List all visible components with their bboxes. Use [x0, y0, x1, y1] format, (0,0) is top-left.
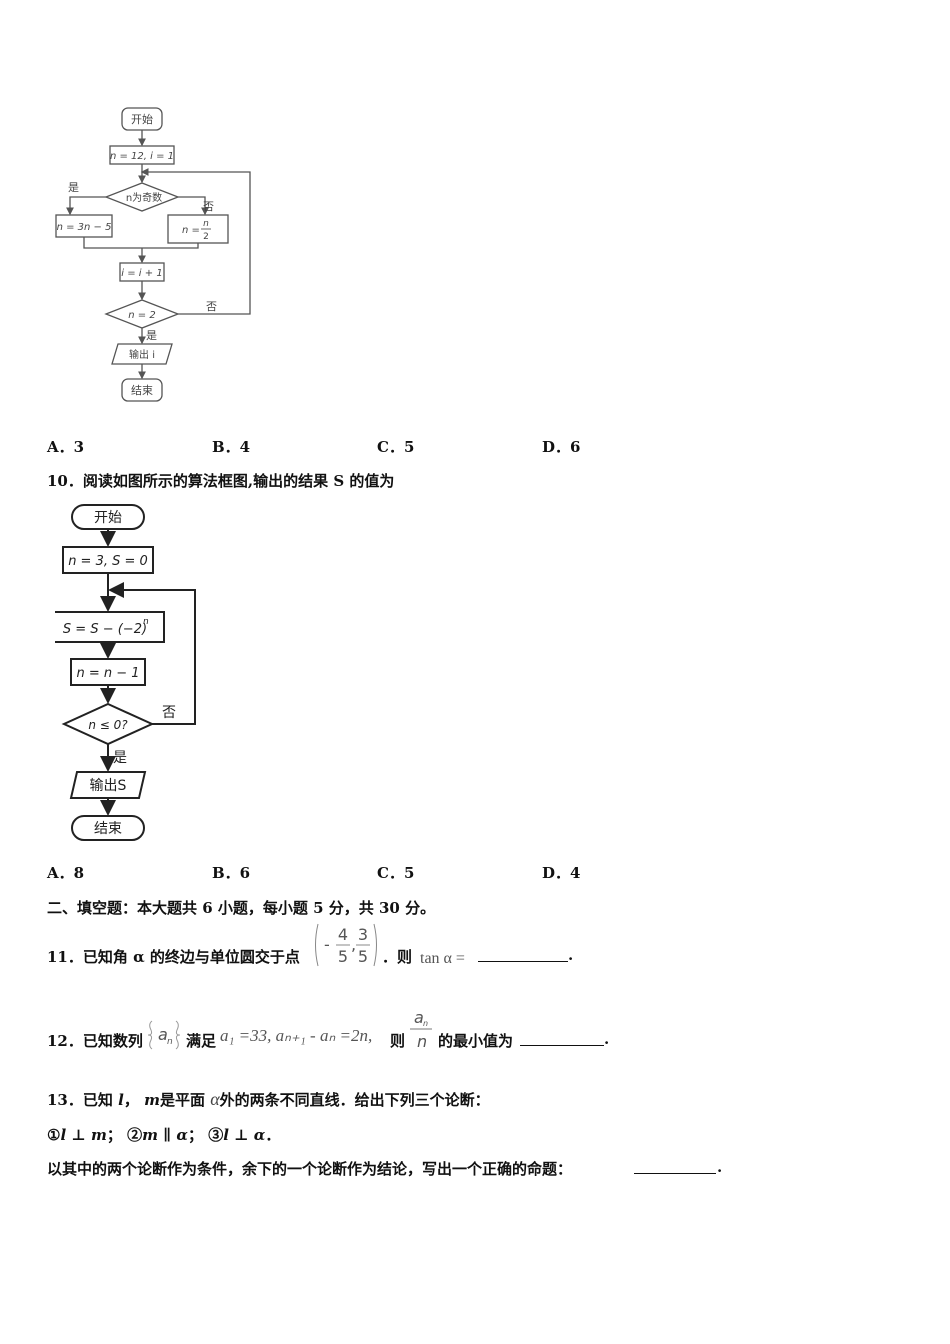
- q11-num1: 4: [338, 925, 348, 944]
- q11-expression: tan α =: [420, 950, 465, 967]
- q11-num2: 3: [358, 925, 368, 944]
- q13-sep: ，: [123, 1091, 139, 1109]
- init-label-2: n = 3, S = 0: [68, 554, 148, 569]
- q13-line3: 以其中的两个论断作为条件，余下的一个论断作为结论，写出一个正确的命题：: [47, 1160, 573, 1178]
- yes-label-q10: 是: [113, 750, 127, 766]
- q13-circle-3: ③: [208, 1126, 224, 1144]
- q13-sep-1: ；: [106, 1126, 122, 1144]
- end-node-2: [71, 815, 145, 841]
- q13-alpha: α: [210, 1089, 220, 1109]
- q13-line-l: l: [118, 1091, 124, 1109]
- q12-sequence: a n: [147, 1020, 181, 1050]
- q12-period: .: [604, 1030, 610, 1048]
- q9-option-b: B．4: [212, 438, 251, 456]
- q11-period: .: [568, 946, 574, 964]
- branch-no-lhs: n =: [182, 225, 200, 236]
- q13-stmt-2: m ∥ α: [142, 1126, 188, 1144]
- q11-answer-blank[interactable]: [478, 947, 568, 962]
- q12-then: 则: [390, 1032, 406, 1050]
- q12-answer-blank[interactable]: [520, 1031, 604, 1046]
- start-label-2: 开始: [94, 510, 122, 526]
- end-label: 结束: [131, 384, 153, 397]
- process2-label: n = n − 1: [76, 666, 139, 681]
- no-label-1: 否: [203, 200, 214, 213]
- equals-label: n = 2: [128, 310, 155, 321]
- q9-option-a: A．3: [47, 438, 85, 456]
- q13-answer-blank[interactable]: [634, 1159, 716, 1174]
- q11-den2: 5: [358, 947, 368, 966]
- odd-decision: [104, 182, 180, 212]
- process1-exponent: n: [143, 617, 149, 627]
- yes-label-1: 是: [68, 181, 79, 194]
- q10-stem: 10．阅读如图所示的算法框图,输出的结果 S 的值为: [47, 472, 395, 490]
- q11-comma: ,: [351, 935, 356, 954]
- branch-no-denominator: 2: [203, 232, 209, 242]
- output-node: [111, 343, 173, 365]
- no-label-q10: 否: [162, 705, 176, 721]
- q13-circle-1: ①: [47, 1126, 61, 1144]
- yes-label-2: 是: [146, 329, 157, 342]
- q10-option-d: D．4: [542, 864, 581, 882]
- end-label-2: 结束: [94, 821, 122, 837]
- q12-satisfies: 满足: [186, 1032, 217, 1050]
- end-node: [121, 378, 163, 402]
- q13-intro: 13．已知: [47, 1091, 113, 1109]
- q13-stmt-1: l ⊥ m: [60, 1126, 107, 1144]
- q13-period: .: [717, 1158, 723, 1176]
- q12-frac-num-sub: n: [423, 1019, 428, 1028]
- output-node-2: [69, 771, 147, 799]
- branch-yes-label: n = 3n − 5: [57, 222, 112, 233]
- q12-frac-den: n: [417, 1032, 427, 1051]
- q12-frac-num: a: [414, 1008, 424, 1027]
- q13-sep-2: ；: [187, 1126, 203, 1144]
- output-label: 输出 i: [129, 348, 155, 361]
- q11-prefix: 11．已知角 α 的终边与单位圆交于点: [47, 948, 300, 966]
- q10-option-c: C．5: [377, 864, 415, 882]
- q13-rest: 外的两条不同直线．给出下列三个论断：: [219, 1091, 490, 1109]
- q13-circle-2: ②: [127, 1126, 143, 1144]
- q13-line2: ①l ⊥ m； ②m ∥ α； ③l ⊥ α．: [47, 1124, 280, 1145]
- decision-label-2: n ≤ 0?: [88, 718, 128, 732]
- q12-suffix: 的最小值为: [438, 1032, 514, 1050]
- q12-fraction: a n n: [410, 1008, 432, 1051]
- q12-prefix: 12．已知数列: [47, 1032, 143, 1050]
- q11-point: - 4 5 , 3 5: [315, 923, 377, 967]
- q12-condition: a₁ =33, aₙ₊₁ - aₙ =2n,: [220, 1026, 373, 1045]
- process1-label: S = S − (−2): [63, 622, 147, 637]
- q10-option-b: B．6: [212, 864, 251, 882]
- q13-plane-text: 是平面: [159, 1091, 205, 1109]
- flowchart-1: 开始 n = 12, i = 1 n为奇数 是 否 n = 3n − 5 n =…: [55, 107, 251, 402]
- odd-label: n为奇数: [126, 191, 162, 204]
- init-label: n = 12, i = 1: [110, 151, 174, 162]
- output-label-2: 输出S: [90, 778, 127, 794]
- no-label-2: 否: [206, 300, 217, 313]
- q13-line-m: m: [144, 1091, 160, 1109]
- q13-line1: 13．已知 l， m是平面 α外的两条不同直线．给出下列三个论断：: [47, 1089, 490, 1110]
- q9-option-d: D．6: [542, 438, 581, 456]
- q11-then: ．则: [382, 948, 413, 966]
- flowchart-2: 开始 n = 3, S = 0 S = S − (−2) n n = n − 1…: [55, 504, 196, 841]
- q11-den1: 5: [338, 947, 348, 966]
- q10-option-a: A．8: [47, 864, 85, 882]
- start-label: 开始: [131, 112, 153, 126]
- section-2-heading: 二、填空题：本大题共 6 小题，每小题 5 分，共 30 分。: [47, 899, 436, 917]
- q11-minus: -: [324, 935, 330, 954]
- q12-seq-sub: n: [167, 1037, 173, 1047]
- q13-stmt-3: l ⊥ α: [223, 1126, 266, 1144]
- q9-option-c: C．5: [377, 438, 415, 456]
- branch-no-numerator: n: [203, 219, 209, 229]
- q12-seq-a: a: [158, 1025, 168, 1044]
- increment-label: i = i + 1: [121, 268, 162, 279]
- q13-sep-3: ．: [265, 1126, 281, 1144]
